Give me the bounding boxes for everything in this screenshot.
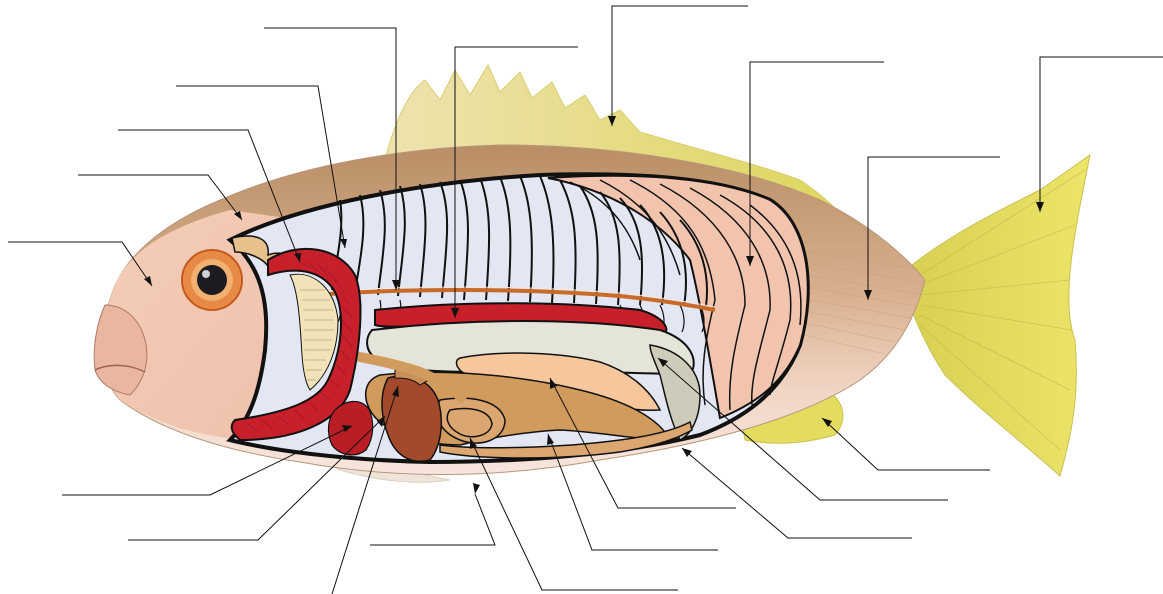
heart [328,401,372,454]
leader-line-11 [822,418,990,470]
eye-pupil [197,265,227,295]
arrowhead-17 [473,483,480,494]
eye-highlight [202,270,210,278]
leader-line-13 [682,448,912,538]
leader-line-17 [370,494,495,545]
caudal-fin [900,155,1090,476]
leader-line-7 [612,6,748,126]
